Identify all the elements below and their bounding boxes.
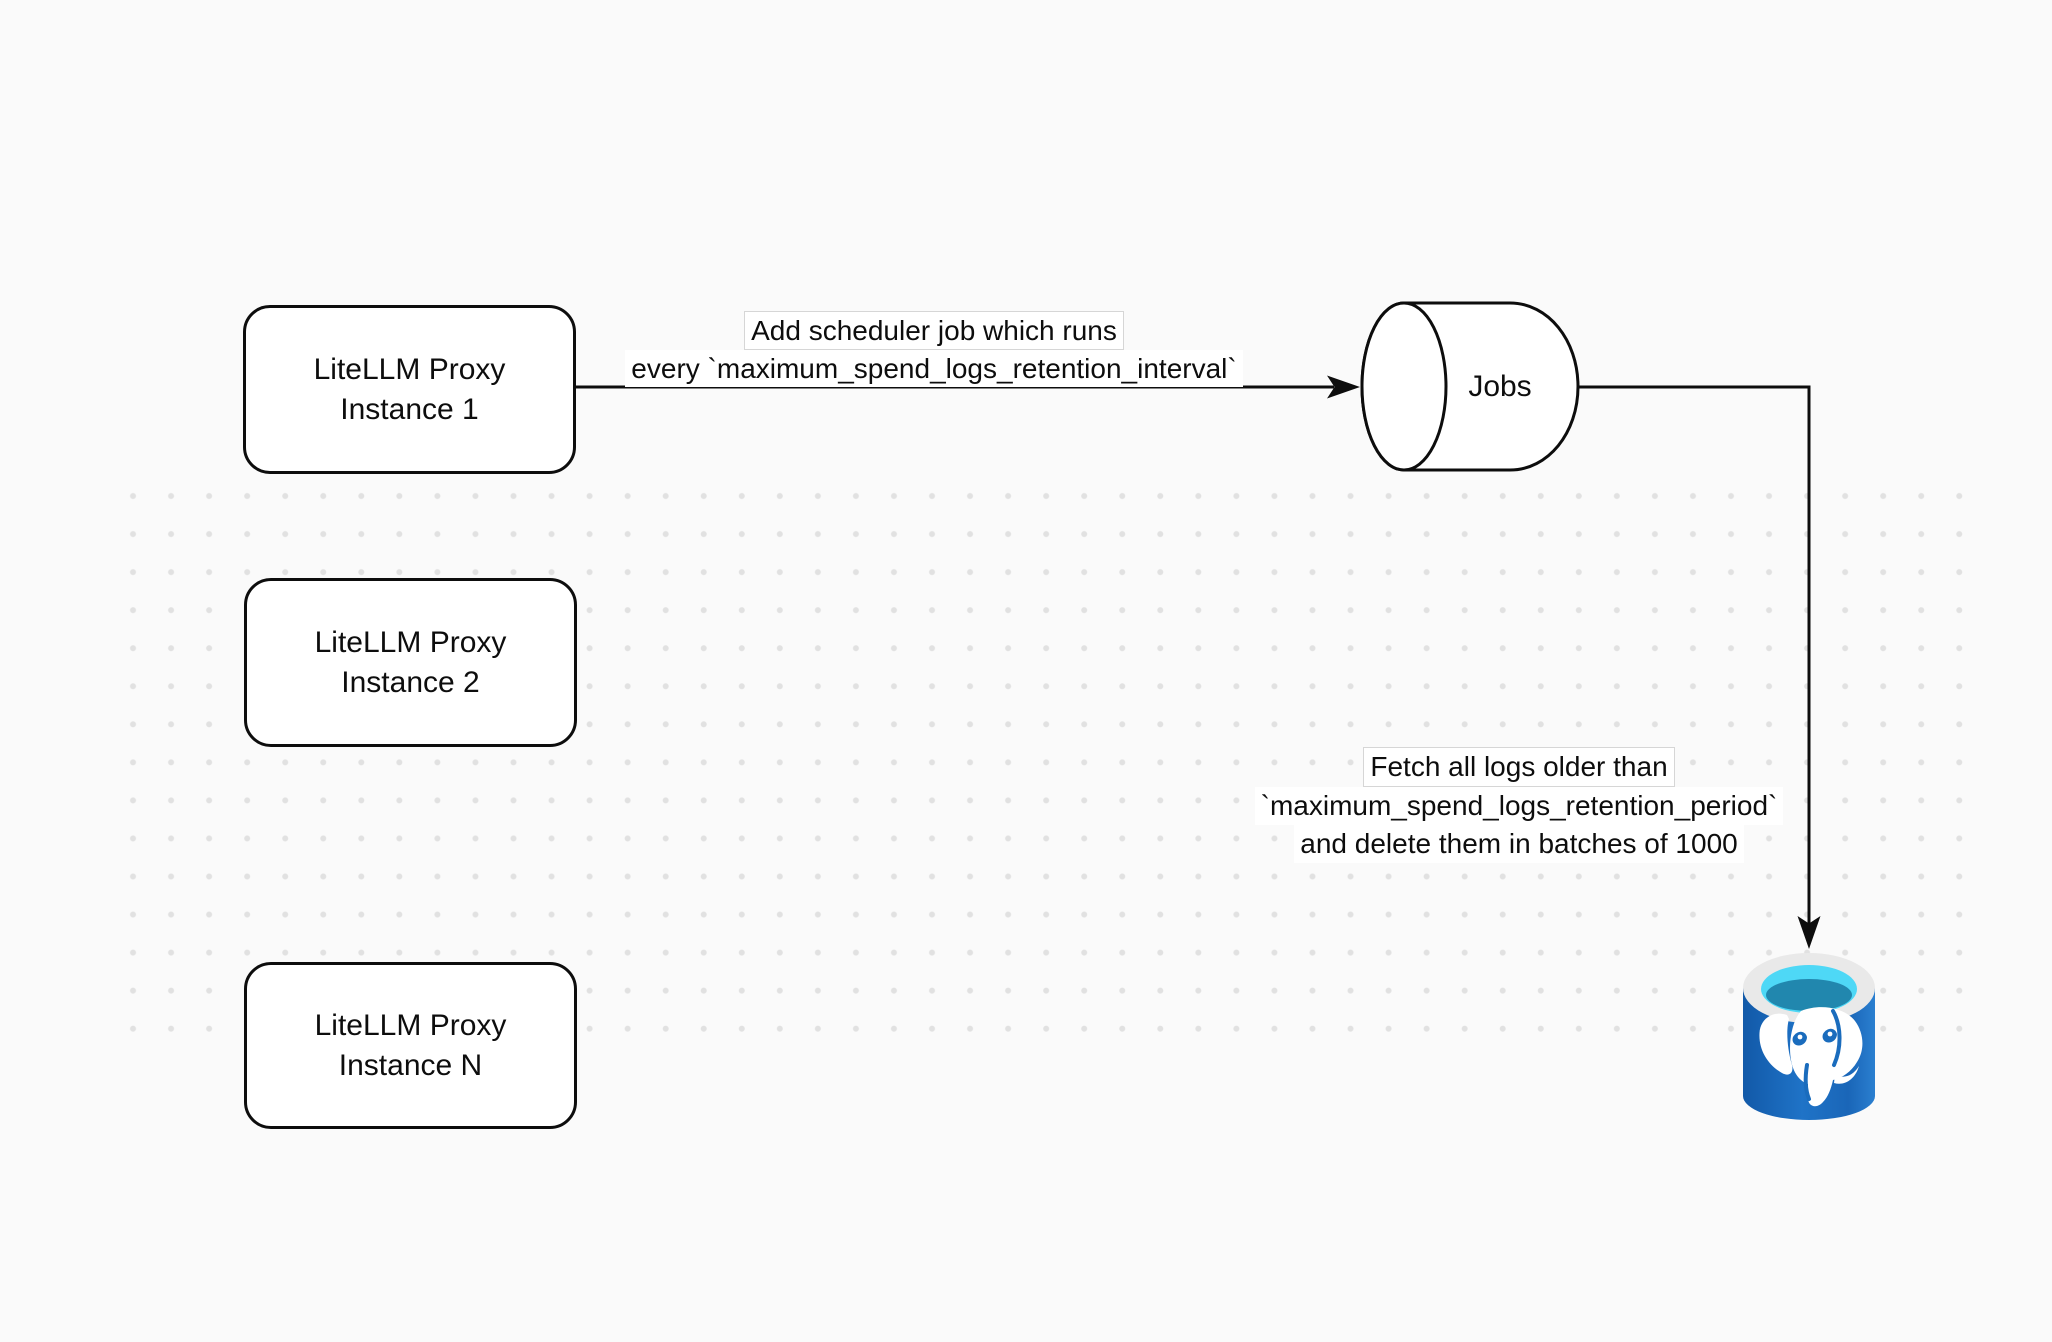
edge-label-line: Add scheduler job which runs bbox=[744, 311, 1124, 350]
cylinder-cap-ellipse bbox=[1360, 301, 1448, 472]
node-proxy-instance-2[interactable]: LiteLLM Proxy Instance 2 bbox=[244, 578, 577, 747]
node-label-line2: Instance 1 bbox=[340, 392, 479, 426]
jobs-queue-node[interactable] bbox=[1360, 301, 1580, 472]
node-label-line2: Instance 2 bbox=[341, 665, 480, 699]
arrowhead-down-icon bbox=[1797, 916, 1821, 949]
edge-label-line: `maximum_spend_logs_retention_period` bbox=[1254, 787, 1784, 825]
node-label-line1: LiteLLM Proxy bbox=[313, 352, 506, 386]
node-label-line2: Instance N bbox=[338, 1048, 483, 1082]
db-opening-shadow bbox=[1766, 979, 1852, 1011]
postgres-elephant-icon bbox=[1759, 1007, 1863, 1107]
postgresql-database-icon[interactable] bbox=[1743, 953, 1875, 1125]
jobs-node-label: Jobs bbox=[1468, 370, 1532, 403]
edge-label-scheduler: Add scheduler job which runs every `maxi… bbox=[534, 311, 1334, 387]
node-label-line1: LiteLLM Proxy bbox=[314, 1008, 507, 1042]
node-proxy-instance-n[interactable]: LiteLLM Proxy Instance N bbox=[244, 962, 577, 1129]
edge-label-line: Fetch all logs older than bbox=[1363, 747, 1675, 787]
node-label-line1: LiteLLM Proxy bbox=[314, 625, 507, 659]
node-proxy-instance-1[interactable]: LiteLLM Proxy Instance 1 bbox=[243, 305, 576, 474]
edge-label-line: every `maximum_spend_logs_retention_inte… bbox=[625, 350, 1243, 387]
arrowhead-right-icon bbox=[1327, 375, 1360, 399]
connector-jobs-to-db bbox=[1578, 385, 1821, 949]
arrow-scheduler-job bbox=[573, 375, 1360, 399]
edge-label-line: and delete them in batches of 1000 bbox=[1294, 825, 1744, 863]
edge-label-fetch-delete: Fetch all logs older than `maximum_spend… bbox=[1189, 747, 1849, 863]
